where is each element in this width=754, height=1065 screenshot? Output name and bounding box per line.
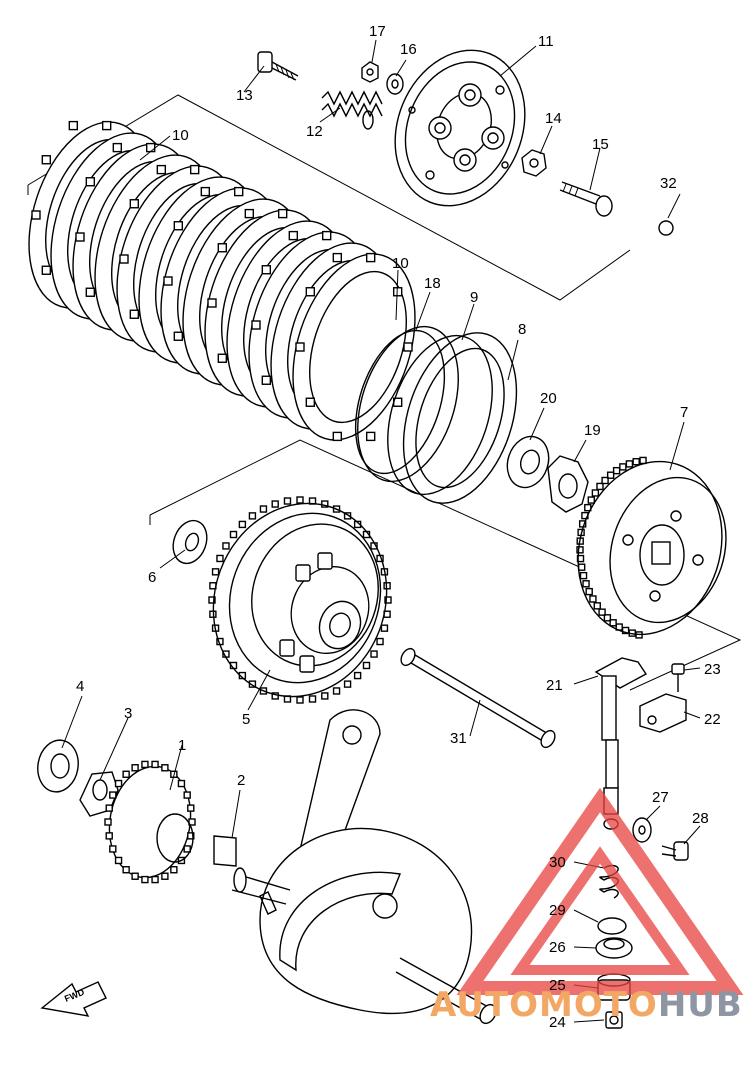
clutch-spring-12 <box>321 90 383 130</box>
nut-17 <box>361 61 379 83</box>
part-label-24: 24 <box>549 1014 566 1031</box>
washer-27 <box>632 817 652 843</box>
part-label-30: 30 <box>549 854 566 871</box>
part-label-16: 16 <box>400 41 417 58</box>
part-label-9: 9 <box>470 289 479 306</box>
watermark-part-moto: MOTO <box>538 985 658 1025</box>
part-label-17: 17 <box>369 23 386 40</box>
part-label-28: 28 <box>692 810 709 827</box>
part-label-7: 7 <box>680 404 689 421</box>
part-label-20: 20 <box>540 390 557 407</box>
push-lever-shaft-21 <box>594 657 648 830</box>
spring-plate-18 <box>354 325 459 483</box>
part-label-8: 8 <box>518 321 527 338</box>
part-label-3: 3 <box>124 705 133 722</box>
part-label-19: 19 <box>584 422 601 439</box>
locknut-14 <box>521 149 547 177</box>
push-rod-31 <box>400 647 556 749</box>
friction-plate-9 <box>387 334 493 496</box>
locknut-20 <box>506 435 550 489</box>
part-label-1: 1 <box>178 737 187 754</box>
part-label-31: 31 <box>450 730 467 747</box>
seal-29 <box>597 917 627 935</box>
push-rod-15 <box>559 181 613 217</box>
part-label-23: 23 <box>704 661 721 678</box>
nut-24 <box>605 1011 623 1029</box>
part-label-5: 5 <box>242 711 251 728</box>
part-label-10-upper: 10 <box>172 127 189 144</box>
part-label-4: 4 <box>76 678 85 695</box>
watermark-part-hub: HUB <box>657 985 743 1025</box>
part-label-18: 18 <box>424 275 441 292</box>
bearing-26 <box>595 937 633 959</box>
forward-arrow-icon <box>40 981 107 1017</box>
lower-assembly-frame <box>149 439 742 691</box>
watermark-part-auto: AUTO <box>430 985 539 1025</box>
screw-28 <box>661 841 689 861</box>
steel-ball-32 <box>658 220 674 236</box>
washer-16 <box>386 73 404 95</box>
part-label-15: 15 <box>592 136 609 153</box>
primary-drive-gear-1 <box>104 760 196 884</box>
part-label-13: 13 <box>236 87 253 104</box>
part-label-27: 27 <box>652 789 669 806</box>
crankshaft <box>231 709 497 1025</box>
clutch-plate-stack <box>28 120 416 442</box>
clutch-housing-5 <box>208 496 392 704</box>
bolt-13 <box>257 51 299 81</box>
key-2 <box>213 835 237 867</box>
part-label-22: 22 <box>704 711 721 728</box>
lever-22 <box>639 693 687 733</box>
pressure-plate-11 <box>394 49 526 207</box>
part-label-32: 32 <box>660 175 677 192</box>
nut-4 <box>37 739 79 793</box>
leader-lines <box>61 39 701 1023</box>
part-label-12: 12 <box>306 123 323 140</box>
thrust-washer-6 <box>172 519 208 565</box>
part-label-25: 25 <box>549 977 566 994</box>
screw-23 <box>671 663 685 692</box>
part-label-6: 6 <box>148 569 157 586</box>
part-label-2: 2 <box>237 772 246 789</box>
clutch-boss-7 <box>576 456 727 639</box>
friction-plate-8 <box>402 332 518 504</box>
part-label-26: 26 <box>549 939 566 956</box>
part-label-11: 11 <box>538 33 554 50</box>
part-label-14: 14 <box>545 110 562 127</box>
watermark-logo: AUTOMOTOHUB <box>430 985 743 1025</box>
clutch-plate <box>292 252 416 442</box>
part-label-21: 21 <box>546 677 563 694</box>
part-label-10-lower: 10 <box>392 255 409 272</box>
watermark-triangle-icon <box>456 787 744 995</box>
lock-washer-19 <box>547 455 589 513</box>
part-label-29: 29 <box>549 902 566 919</box>
